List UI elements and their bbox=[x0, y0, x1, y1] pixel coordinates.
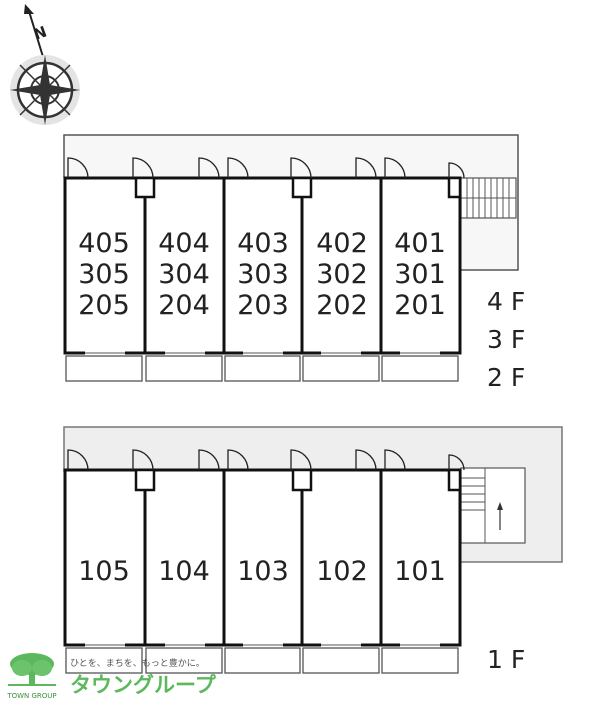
tree-icon bbox=[8, 653, 56, 686]
lower-balconies bbox=[65, 647, 459, 674]
lower-stair-icon bbox=[460, 467, 526, 544]
logo-text: TOWN GROUP bbox=[6, 692, 56, 700]
door-swing-icon bbox=[67, 157, 465, 179]
floor-label: 3 F bbox=[487, 325, 525, 354]
tagline: ひとを、まちを、もっと豊かに。 bbox=[70, 657, 205, 669]
unit-number: 302 bbox=[316, 259, 368, 290]
meter-box-icon bbox=[291, 468, 313, 492]
lower-block: 105 104 103 102 101 1 F bbox=[63, 426, 563, 674]
unit-number: 205 bbox=[78, 290, 130, 321]
footer-branding: TOWN GROUP ひとを、まちを、もっと豊かに。 タウングループ bbox=[0, 648, 217, 705]
floor-label: 2 F bbox=[487, 363, 525, 392]
compass: N bbox=[10, 4, 80, 125]
unit-number: 402 bbox=[316, 228, 368, 259]
floor-label: 1 F bbox=[487, 645, 525, 674]
unit-number: 201 bbox=[394, 290, 446, 321]
unit-number: 101 bbox=[394, 556, 446, 587]
unit-number: 305 bbox=[78, 259, 130, 290]
upper-block: 405 305 205 404 304 204 403 303 203 402 … bbox=[63, 134, 525, 392]
lower-units-outline bbox=[63, 468, 462, 647]
unit-number: 404 bbox=[158, 228, 210, 259]
unit-number: 202 bbox=[316, 290, 368, 321]
unit-number: 203 bbox=[237, 290, 289, 321]
unit-number: 304 bbox=[158, 259, 210, 290]
unit-number: 403 bbox=[237, 228, 289, 259]
floor-label: 4 F bbox=[487, 287, 525, 316]
meter-box-icon bbox=[134, 468, 156, 492]
compass-arrow-icon bbox=[24, 4, 45, 61]
meter-box-icon bbox=[134, 176, 156, 199]
unit-number: 102 bbox=[316, 556, 368, 587]
compass-rose-icon bbox=[10, 55, 80, 125]
unit-number: 401 bbox=[394, 228, 446, 259]
unit-number: 103 bbox=[237, 556, 289, 587]
unit-number: 405 bbox=[78, 228, 130, 259]
door-swing-icon bbox=[67, 449, 465, 471]
unit-number: 204 bbox=[158, 290, 210, 321]
unit-number: 301 bbox=[394, 259, 446, 290]
upper-stair-icon bbox=[460, 177, 517, 219]
compass-north-label: N bbox=[31, 23, 49, 44]
unit-number: 303 bbox=[237, 259, 289, 290]
meter-box-icon bbox=[291, 176, 313, 199]
unit-number: 104 bbox=[158, 556, 210, 587]
unit-number: 105 bbox=[78, 556, 130, 587]
meter-box-icon bbox=[447, 468, 462, 492]
upper-units-outline bbox=[63, 176, 462, 355]
upper-balconies bbox=[65, 355, 459, 382]
meter-box-icon bbox=[447, 176, 462, 199]
brand-name: タウングループ bbox=[70, 673, 217, 697]
